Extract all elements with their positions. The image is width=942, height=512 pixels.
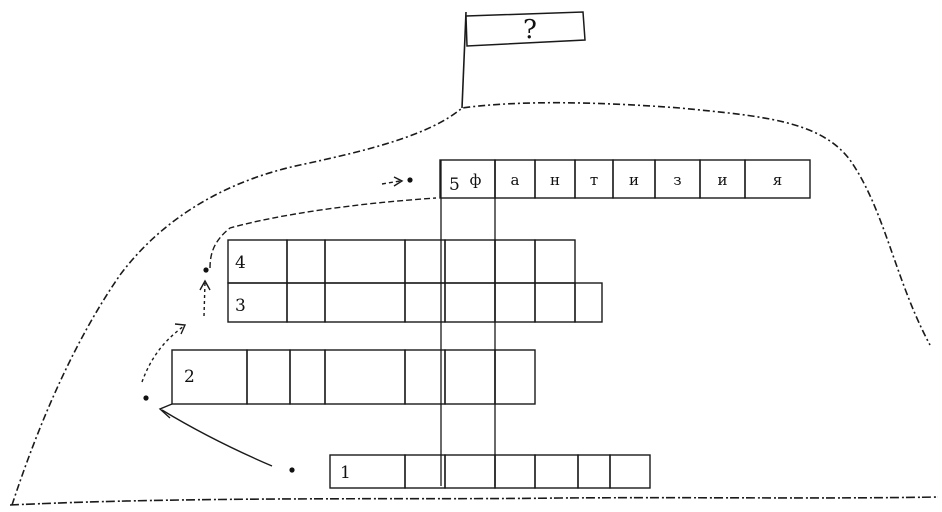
row-number: 4 [235,253,246,273]
crossword-cell [290,350,325,404]
crossword-cell [445,350,495,404]
crossword-row-1: 1 [330,455,650,488]
arrow-line [142,326,184,382]
crossword-cell [495,350,535,404]
row-number: 3 [235,296,246,316]
crossword-cell [495,240,535,283]
crossword-row-3: 3 [228,283,602,322]
crossword-cell [495,455,535,488]
crossword-cell [610,455,650,488]
path-dot [407,177,412,182]
cell-letter: з [673,171,681,189]
row-number: 1 [340,463,351,483]
crossword-cell [535,455,578,488]
cell-letter: т [590,171,598,189]
crossword-grid: 1 2 3 4 ф а н т и з и я 5 [172,160,810,488]
cell-letter: н [550,171,560,189]
flag-pole [462,12,466,108]
crossword-cell [445,455,495,488]
crossword-cell [535,240,575,283]
crossword-cell [535,283,575,322]
cell-letter: и [718,171,728,189]
path-dot [143,395,148,400]
crossword-cell [325,350,405,404]
crossword-cell [405,283,445,322]
cell-letter: ф [470,171,482,189]
crossword-cell [325,283,405,322]
cell-letter: я [773,171,782,189]
crossword-cell [445,283,495,322]
arrow-line [204,282,205,316]
cell-letter: а [511,171,520,189]
crossword-cell [445,240,495,283]
crossword-cell [405,455,445,488]
hill-outline [12,103,930,505]
crossword-cell [287,240,325,283]
crossword-cell [578,455,610,488]
crossword-cell [247,350,290,404]
arrow-line [162,410,272,466]
cell-letter: и [629,171,639,189]
path-dot [203,267,208,272]
crossword-row-4: 4 [228,240,575,283]
path-dot [289,467,294,472]
crossword-row-2: 2 [172,350,535,404]
row-number: 5 [449,175,460,195]
arrowhead [160,404,172,418]
crossword-cell [287,283,325,322]
crossword-cell [575,283,602,322]
row-number: 2 [184,367,195,387]
crossword-cell [405,350,445,404]
crossword-cell [405,240,445,283]
flag-question-mark: ? [523,15,537,45]
crossword-cell [325,240,405,283]
ground-line [10,497,938,505]
crossword-cell [495,283,535,322]
